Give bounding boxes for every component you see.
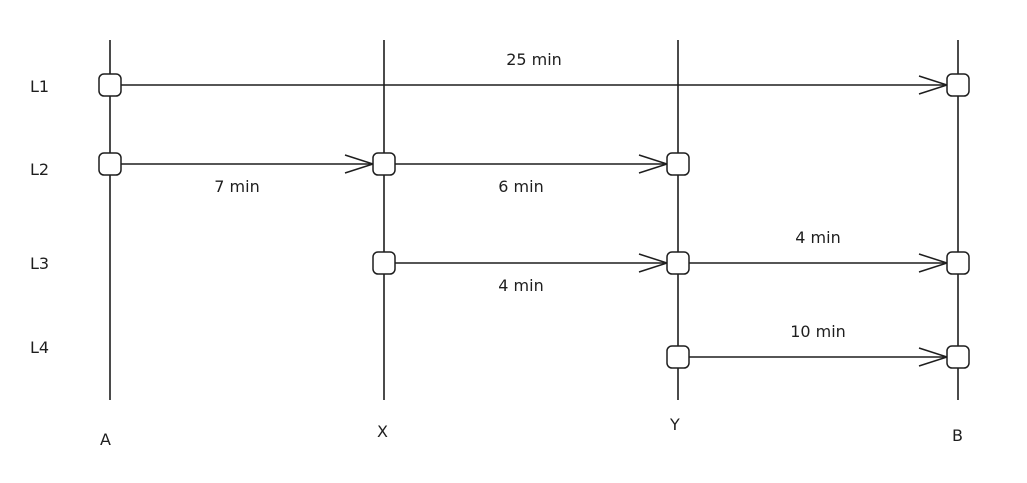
line-label-l3: L3: [30, 254, 49, 273]
segment-l1-a-b: 25 min: [121, 50, 950, 95]
segment-l2-a-x: 7 min: [121, 154, 376, 196]
stop-node-l3-y: [666, 251, 690, 275]
stop-node-l2-y: [666, 152, 690, 176]
line-label-l2: L2: [30, 160, 49, 179]
line-label-l1: L1: [30, 77, 49, 96]
segment-l2-x-y: 6 min: [395, 154, 670, 196]
segment-time-label: 7 min: [214, 177, 259, 196]
station-label-x: X: [377, 422, 388, 441]
segment-l3-y-b: 4 min: [689, 228, 950, 273]
segment-time-label: 4 min: [795, 228, 840, 247]
stop-node-l2-a: [98, 152, 122, 176]
stop-node-l2-x: [372, 152, 396, 176]
stop-node-l1-b: [946, 73, 970, 97]
station-label-a: A: [100, 430, 111, 449]
stop-node-l3-b: [946, 251, 970, 275]
stop-node-l4-b: [946, 345, 970, 369]
stop-node-l3-x: [372, 251, 396, 275]
segment-time-label: 4 min: [498, 276, 543, 295]
segment-l3-x-y: 4 min: [395, 253, 670, 295]
segment-time-label: 10 min: [790, 322, 846, 341]
segment-time-label: 6 min: [498, 177, 543, 196]
segment-time-label: 25 min: [506, 50, 562, 69]
stop-node-l4-y: [666, 345, 690, 369]
line-label-l4: L4: [30, 338, 49, 357]
segment-l4-y-b: 10 min: [689, 322, 950, 367]
station-label-y: Y: [669, 415, 680, 434]
stop-node-l1-a: [98, 73, 122, 97]
station-label-b: B: [952, 426, 963, 445]
